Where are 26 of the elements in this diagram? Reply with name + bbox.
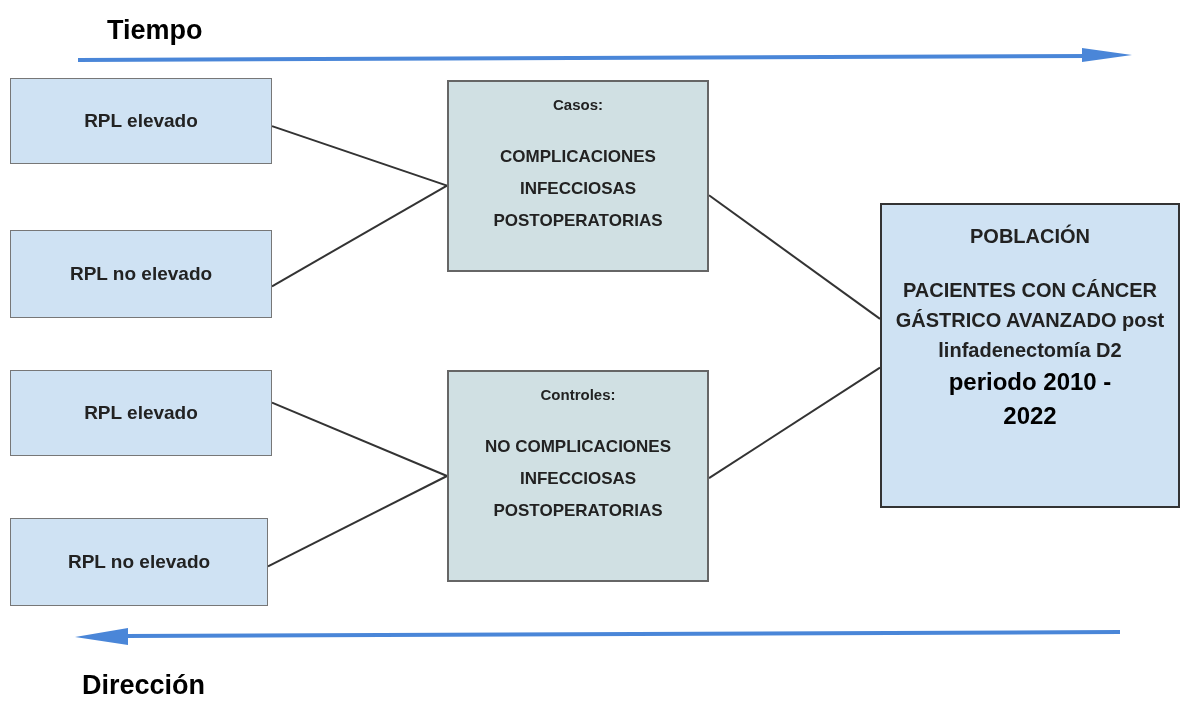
box-heading: Casos: bbox=[553, 95, 603, 115]
box-text: PACIENTES CON CÁNCER GÁSTRICO AVANZADO post linfadenectomía D2 bbox=[894, 278, 1166, 363]
category-box bbox=[10, 370, 272, 456]
box-text: NO COMPLICACIONES INFECCIOSAS POSTOPERATORIAS bbox=[483, 435, 673, 522]
box-text: RPL elevado bbox=[84, 400, 198, 425]
connector-line bbox=[271, 184, 448, 288]
box-text: periodo 2010 - 2022 bbox=[947, 367, 1113, 431]
connector-line bbox=[708, 194, 881, 320]
population-box bbox=[880, 203, 1180, 508]
group-box bbox=[447, 80, 709, 272]
connector-line bbox=[271, 125, 448, 187]
box-heading: POBLACIÓN bbox=[970, 223, 1090, 249]
connector-line bbox=[267, 475, 448, 568]
connector-line bbox=[708, 366, 881, 480]
box-text: RPL no elevado bbox=[67, 549, 211, 574]
category-box bbox=[10, 230, 272, 318]
group-box bbox=[447, 370, 709, 582]
box-text: RPL elevado bbox=[84, 108, 198, 133]
axis-label: Dirección bbox=[82, 670, 206, 700]
axis-label: Tiempo bbox=[107, 14, 203, 47]
box-text: RPL no elevado bbox=[69, 261, 213, 286]
connector-line bbox=[271, 401, 448, 477]
box-heading: Controles: bbox=[540, 385, 616, 405]
category-box bbox=[10, 518, 268, 606]
box-text: COMPLICACIONES INFECCIOSAS POSTOPERATORIAS bbox=[492, 145, 664, 232]
category-box bbox=[10, 78, 272, 164]
